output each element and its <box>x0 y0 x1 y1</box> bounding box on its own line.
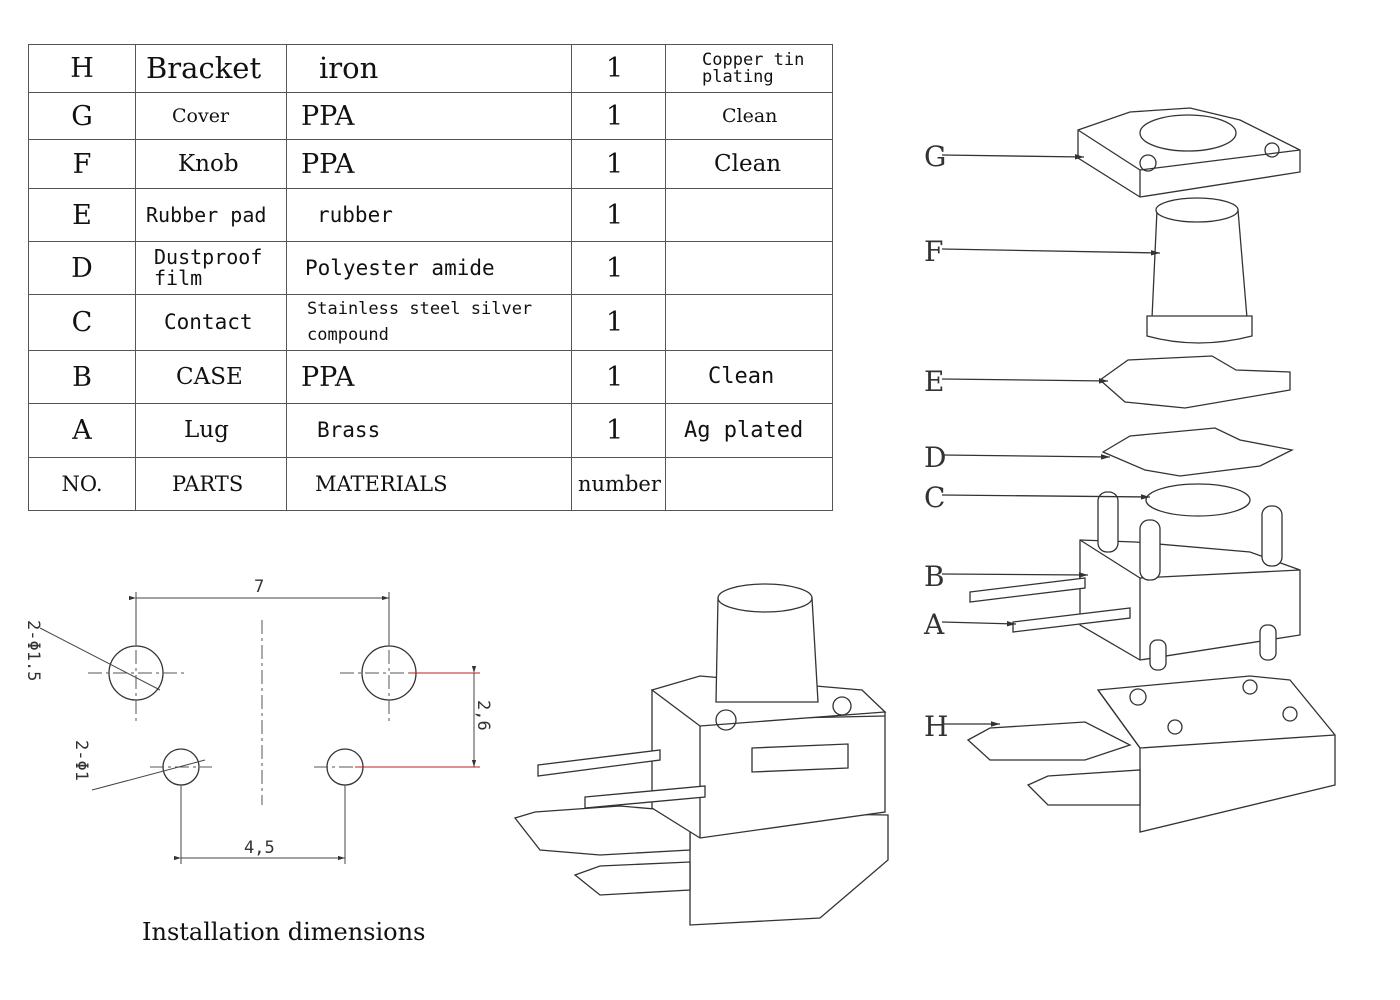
bom-material: rubber <box>286 188 572 242</box>
part-f-knob <box>1146 197 1253 344</box>
bom-header-row: NO. PARTS MATERIALS number <box>28 457 833 511</box>
label-c: C <box>924 481 945 514</box>
dim-hole-small: 2-Φ1 <box>71 740 91 781</box>
bom-no: H <box>28 44 136 93</box>
bom-row-h: H Bracket iron 1 Copper tin plating <box>28 44 833 93</box>
part-g-cover <box>1077 107 1301 198</box>
bom-part: CASE <box>135 350 287 404</box>
bom-qty: 1 <box>571 92 666 140</box>
bom-row-g: G Cover PPA 1 Clean <box>28 92 833 140</box>
label-b: B <box>924 560 945 593</box>
bom-no: A <box>28 403 136 458</box>
part-a-lug-1 <box>969 577 1086 603</box>
assembled-switch-view <box>513 583 889 926</box>
bom-note: Ag plated <box>665 403 833 458</box>
bom-row-b: B CASE PPA 1 Clean <box>28 350 833 404</box>
bom-no: C <box>28 294 136 351</box>
dim-width-bottom: 4,5 <box>244 838 275 858</box>
bom-header-number: number <box>571 457 666 511</box>
bom-part: Bracket <box>135 44 287 93</box>
part-b-case <box>1079 491 1301 671</box>
dim-height: 2,6 <box>473 700 493 731</box>
bom-qty: 1 <box>571 403 666 458</box>
bom-no: D <box>28 241 136 295</box>
bom-table: H Bracket iron 1 Copper tin plating G Co… <box>28 44 833 511</box>
dim-hole-large: 2-Φ1.5 <box>23 620 43 681</box>
bom-no: B <box>28 350 136 404</box>
label-f: F <box>924 235 943 268</box>
dim-width-top: 7 <box>254 577 264 597</box>
part-d-dustproof-film <box>1101 427 1295 477</box>
part-h-bracket <box>966 675 1336 833</box>
bom-part: Dustproof film <box>135 241 287 295</box>
bom-row-f: F Knob PPA 1 Clean <box>28 139 833 189</box>
bom-no: F <box>28 139 136 189</box>
bom-header-no: NO. <box>28 457 136 511</box>
bom-no: G <box>28 92 136 140</box>
installation-caption: Installation dimensions <box>142 918 426 946</box>
bom-material: Stainless steel silver compound <box>286 294 572 351</box>
bom-row-e: E Rubber pad rubber 1 <box>28 188 833 242</box>
bom-note <box>665 241 833 295</box>
bom-row-c: C Contact Stainless steel silver compoun… <box>28 294 833 351</box>
bom-note <box>665 188 833 242</box>
label-g: G <box>924 140 946 173</box>
bom-material: Polyester amide <box>286 241 572 295</box>
bom-material: Brass <box>286 403 572 458</box>
installation-footprint: 7 4,5 2,6 2-Φ1.5 2-Φ1 <box>23 577 493 864</box>
label-h: H <box>924 710 948 743</box>
label-d: D <box>924 441 946 474</box>
label-e: E <box>924 365 944 398</box>
bom-qty: 1 <box>571 44 666 93</box>
part-c-contact <box>1145 483 1251 517</box>
bom-material: PPA <box>286 350 572 404</box>
label-a: A <box>923 608 945 641</box>
bom-row-d: D Dustproof film Polyester amide 1 <box>28 241 833 295</box>
part-e-rubber-pad <box>1098 355 1291 409</box>
bom-part: Contact <box>135 294 287 351</box>
bom-row-a: A Lug Brass 1 Ag plated <box>28 403 833 458</box>
bom-note: Copper tin plating <box>665 44 833 93</box>
bom-note: Clean <box>665 350 833 404</box>
bom-header-materials: MATERIALS <box>286 457 572 511</box>
exploded-view: G F E D C B A H <box>923 107 1336 833</box>
bom-qty: 1 <box>571 139 666 189</box>
bom-header-note <box>665 457 833 511</box>
bom-material: PPA <box>286 139 572 189</box>
part-a-lug-2 <box>1012 607 1131 633</box>
bom-part: Rubber pad <box>135 188 287 242</box>
